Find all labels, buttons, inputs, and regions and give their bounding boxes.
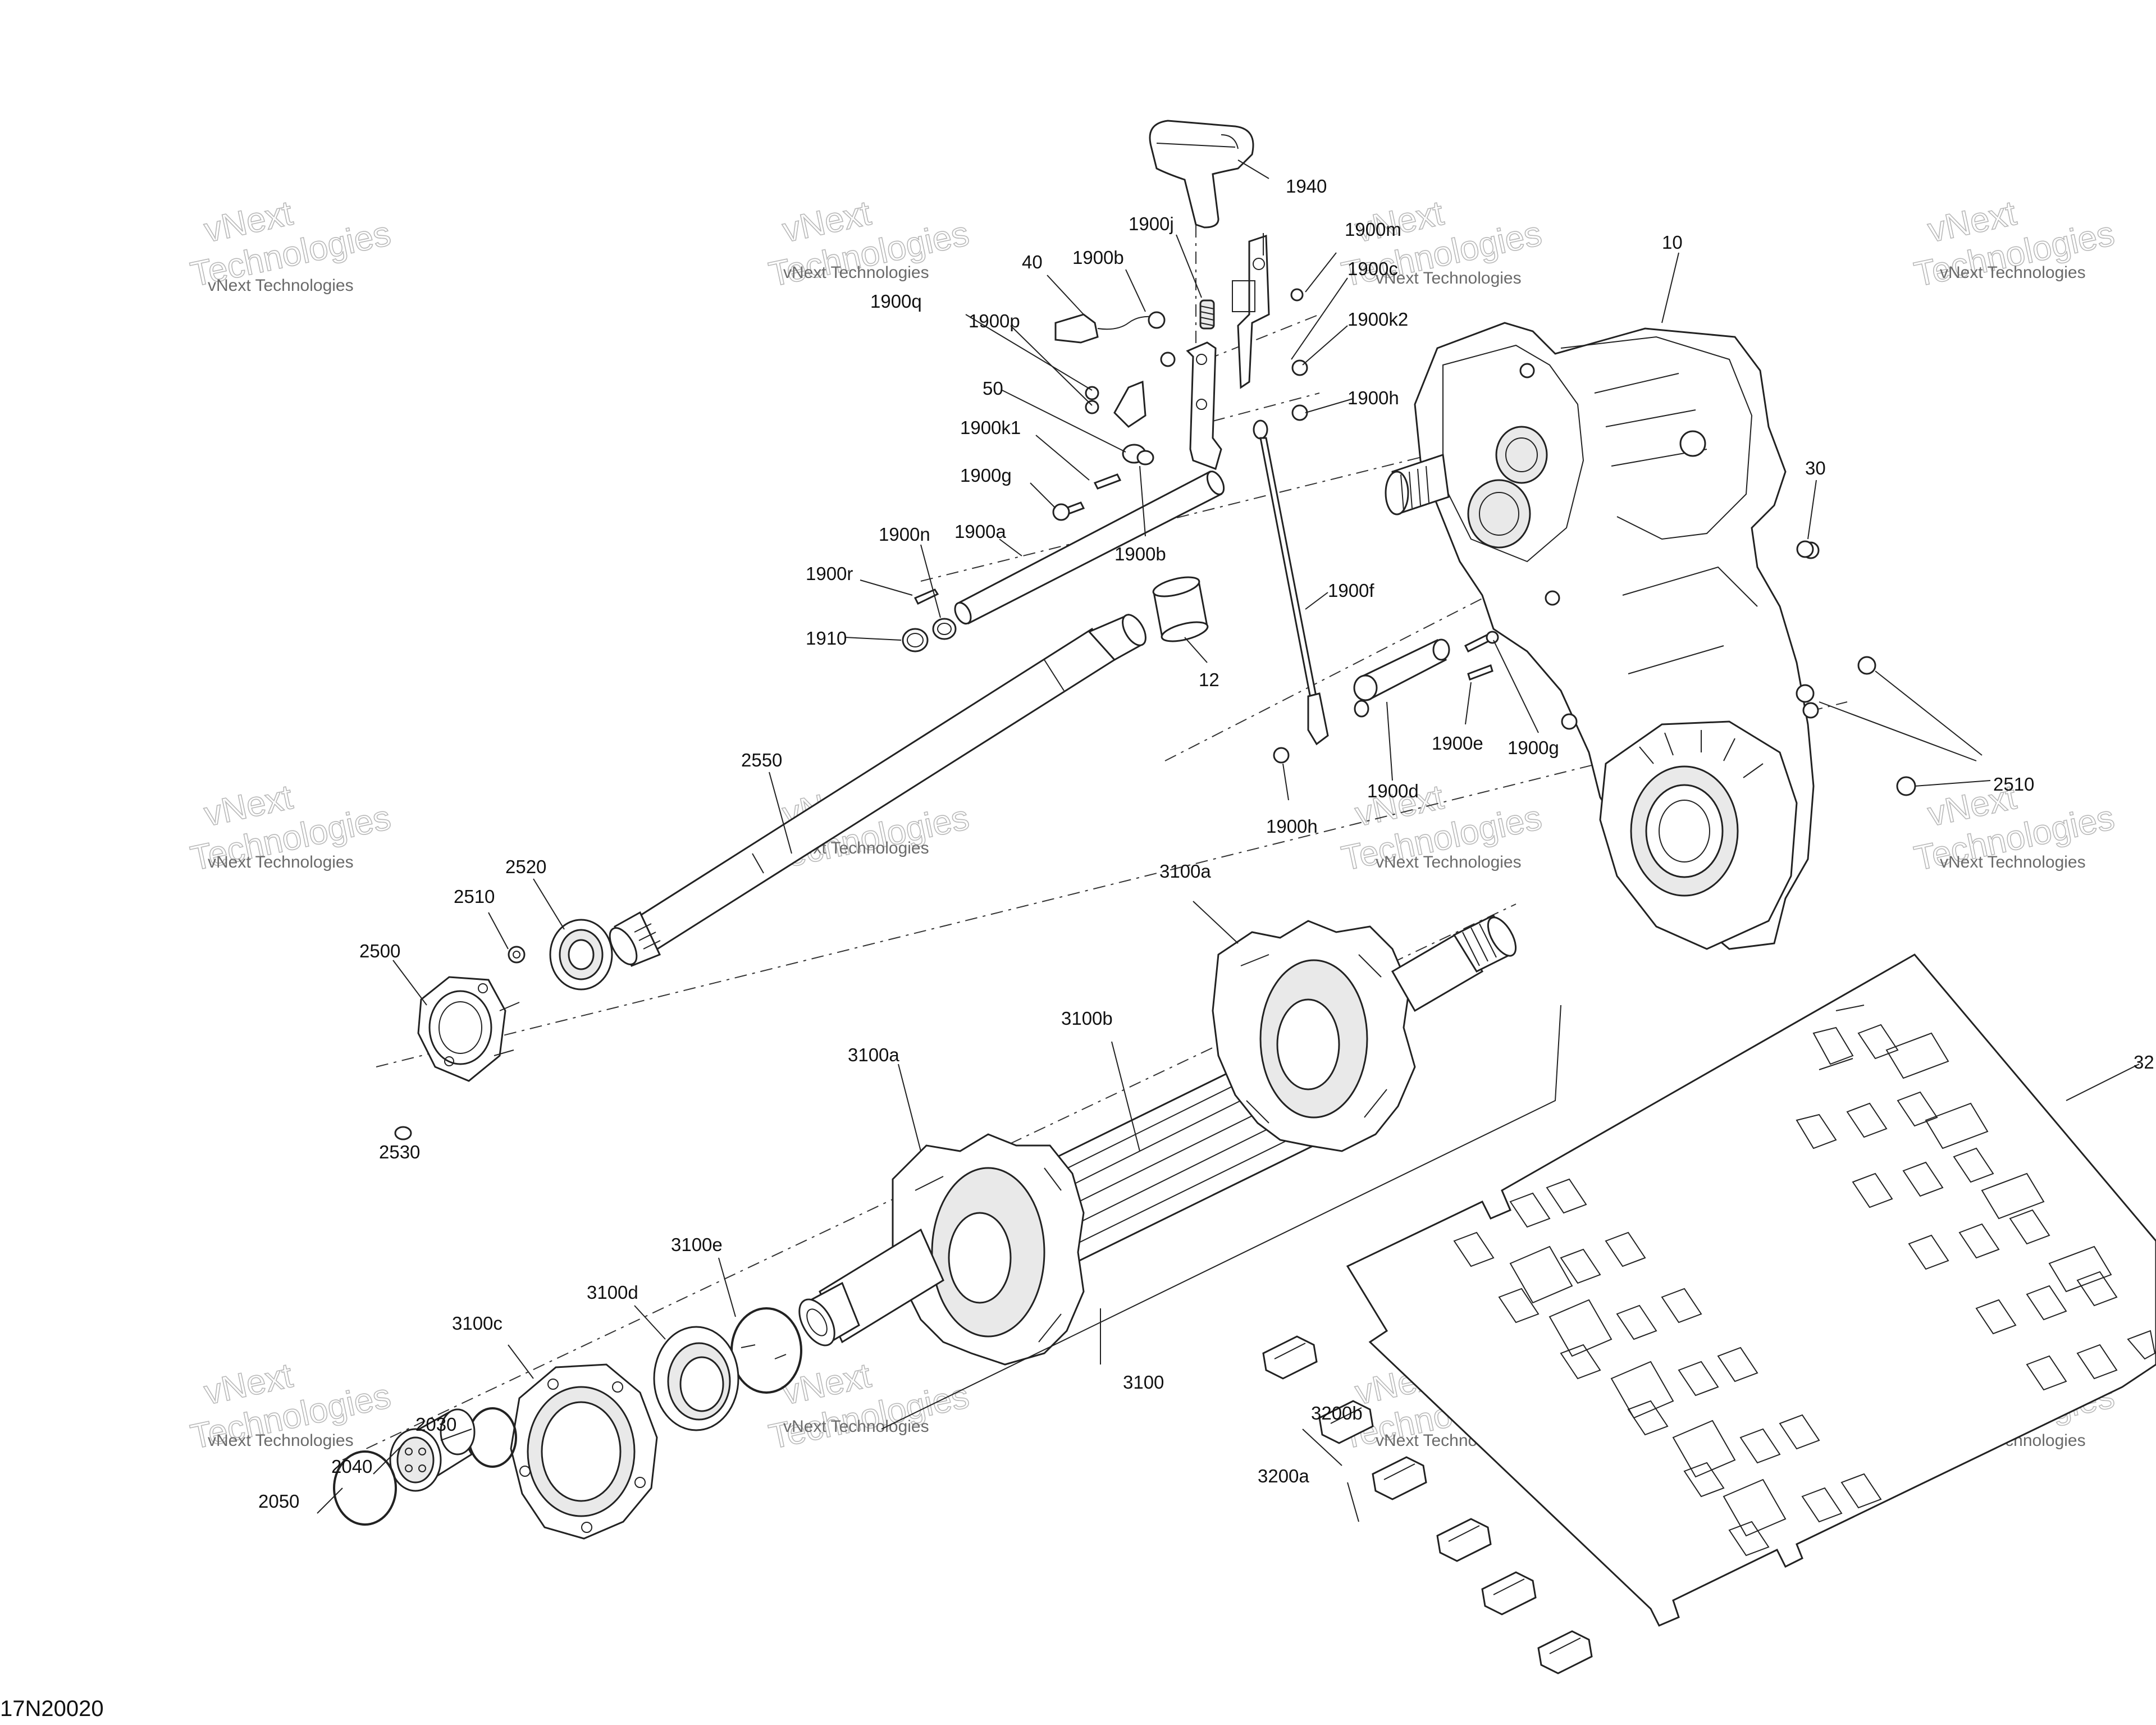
callout: 2500 (359, 941, 400, 961)
callout: 1900c (1347, 258, 1398, 279)
callout: 2520 (505, 856, 546, 877)
leader-lines (317, 159, 2140, 1522)
shift-knob-1940 (1149, 120, 1254, 229)
callout: 3100 (1123, 1372, 1164, 1393)
watermark-caption: vNext Technologies (208, 1431, 354, 1450)
track-clips-3200 (1262, 1335, 1593, 1674)
callout: 1900b (1114, 544, 1166, 564)
callout: 3100b (1061, 1008, 1113, 1029)
track-belt-32 (1346, 953, 2156, 1627)
callout: 12 (1199, 669, 1219, 690)
callout: 1900b (1072, 247, 1124, 268)
diagram-code: 17N20020 (0, 1696, 104, 1721)
callout: 2040 (331, 1456, 372, 1477)
bearing-housing-plate (1599, 720, 1798, 950)
callout: 2030 (415, 1414, 456, 1435)
watermark-caption: vNext Technologies (1940, 853, 2086, 871)
callout: 40 (1022, 252, 1043, 272)
callout: 1900p (969, 311, 1020, 331)
watermark-caption: vNext Technologies (1376, 269, 1522, 288)
callout: 1900n (879, 524, 930, 545)
callout: 1900d (1367, 781, 1419, 801)
callout: 30 (1805, 458, 1826, 478)
callout: 1900k2 (1347, 309, 1408, 330)
callout: 3100c (452, 1313, 503, 1334)
nuts-right (1561, 540, 1916, 796)
callout: 1900e (1432, 733, 1483, 754)
hub-2040 (389, 1408, 476, 1492)
small-hardware (902, 288, 1308, 652)
callout: 50 (983, 378, 1003, 399)
callout: 2510 (1993, 774, 2034, 795)
bolt-2530 (394, 1126, 412, 1140)
driveshaft-2550 (609, 613, 1146, 967)
shift-shaft-1900a (954, 470, 1225, 625)
callout: 2510 (454, 886, 495, 907)
callout: 1940 (1286, 176, 1327, 197)
callout: 1900f (1328, 580, 1374, 601)
callout: 1900q (870, 291, 922, 312)
callout: 1900r (806, 563, 853, 584)
callout: 3100a (848, 1044, 899, 1065)
sensor-40 (1054, 311, 1166, 428)
callout: 1910 (806, 628, 847, 649)
drive-axle-3100 (798, 914, 1517, 1366)
shift-lever (1186, 341, 1222, 470)
callout: 1900g (1508, 737, 1559, 758)
callout: 3200a (1258, 1466, 1309, 1486)
o-ring-2030 (468, 1407, 517, 1468)
watermark-caption: vNext Technologies (208, 276, 354, 295)
spring-1900j (1199, 299, 1215, 330)
shift-rod-1900f (1253, 419, 1329, 764)
pin-assembly-1900d (1353, 631, 1499, 718)
flange-3100c (510, 1363, 658, 1540)
watermark-caption: vNext Technologies (208, 853, 354, 871)
callout: 32 (2134, 1052, 2154, 1073)
callout: 3100e (671, 1234, 723, 1255)
callout: 1900g (960, 465, 1012, 486)
watermark-caption: vNext Technologies (1376, 853, 1522, 871)
callout: 1900m (1345, 219, 1401, 240)
callout: 1900j (1129, 213, 1174, 234)
bearing-2520 (549, 919, 613, 991)
callout: 2550 (741, 750, 782, 770)
snap-ring-2050 (333, 1450, 397, 1526)
watermark-caption: vNext Technologies (1940, 263, 2086, 282)
nut-2510 (508, 946, 526, 964)
callout: 1900a (954, 521, 1006, 542)
watermark-caption: vNext Technologies (783, 1417, 929, 1436)
bracket-1900m (1232, 234, 1270, 389)
callout-labels: 1940 1900j 1900m 1900c 1900k2 1900h 10 4… (258, 176, 2154, 1512)
callout: 2050 (258, 1491, 299, 1512)
callout: 3200b (1311, 1403, 1363, 1423)
watermark-caption: vNext Technologies (783, 263, 929, 282)
seal-3100d (653, 1326, 739, 1431)
bushing-12 (1152, 576, 1209, 642)
callout: 10 (1662, 232, 1683, 253)
flange-2500 (417, 976, 520, 1082)
callout: 3100d (587, 1282, 638, 1303)
callout: 1900h (1347, 387, 1399, 408)
callout: 1900k1 (960, 417, 1021, 438)
callout: 2530 (379, 1142, 420, 1162)
watermark: vNext Technologies (765, 1356, 973, 1457)
circlip-3100e (730, 1307, 802, 1394)
callout: 1900h (1266, 816, 1318, 837)
callout: 3100a (1159, 861, 1211, 882)
